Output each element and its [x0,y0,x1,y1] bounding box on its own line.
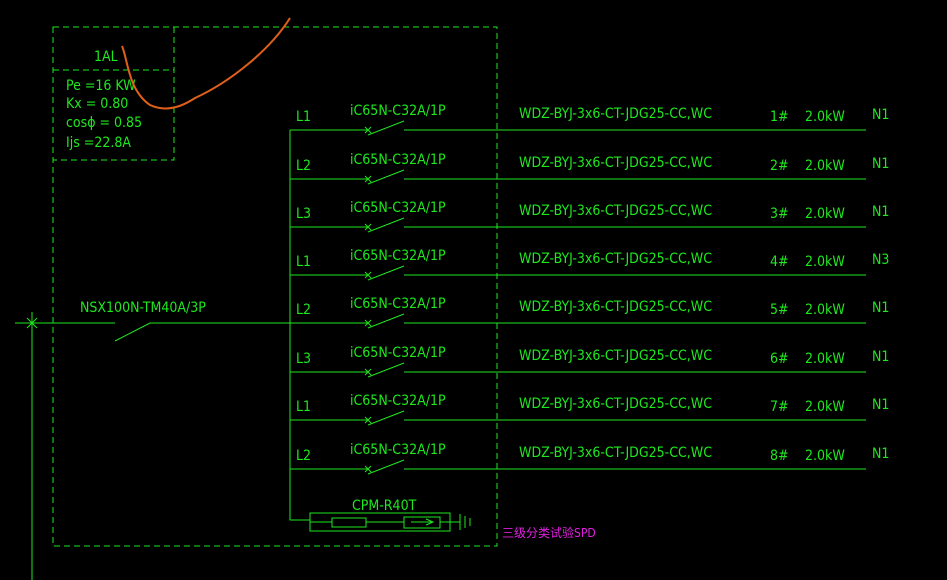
circuit-breaker: iC65N-C32A/1P [350,248,446,264]
circuit-breaker-cross [364,175,372,183]
circuit-number: 8# [770,448,789,464]
circuit-breaker-cross [364,416,372,424]
circuit-breaker: iC65N-C32A/1P [350,152,446,168]
circuit-breaker-contact [367,362,405,378]
circuit-row: L2 iC65N-C32A/1P WDZ-BYJ-3x6-CT-JDG25-CC,W… [290,296,889,329]
circuit-cable: WDZ-BYJ-3x6-CT-JDG25-CC,WC [519,251,712,267]
panel-enclosure [52,26,498,547]
circuit-row: L2 iC65N-C32A/1P WDZ-BYJ-3x6-CT-JDG25-CC,W… [290,152,889,185]
circuit-phase: L1 [296,399,311,415]
panel-cos: cosϕ = 0.85 [66,115,142,131]
circuit-number: 4# [770,254,789,270]
circuit-breaker: iC65N-C32A/1P [350,296,446,312]
circuit-cable: WDZ-BYJ-3x6-CT-JDG25-CC,WC [519,396,712,412]
main-breaker-contact [114,322,151,342]
circuit-breaker-contact [367,410,405,426]
circuit-power: 2.0kW [805,206,845,222]
incoming-feeder: NSX100N-TM40A/3P [15,300,290,580]
circuit-row: L2 iC65N-C32A/1P WDZ-BYJ-3x6-CT-JDG25-CC,W… [290,442,889,475]
circuit-row: L1 iC65N-C32A/1P WDZ-BYJ-3x6-CT-JDG25-CC,W… [290,103,889,136]
branch-circuits: L1 iC65N-C32A/1P WDZ-BYJ-3x6-CT-JDG25-CC,W… [290,103,889,475]
circuit-power: 2.0kW [805,351,845,367]
circuit-power: 2.0kW [805,254,845,270]
circuit-breaker-cross [364,465,372,473]
spd-model-label: CPM-R40T [352,498,417,514]
circuit-number: 1# [770,109,789,125]
circuit-breaker-contact [367,217,405,233]
circuit-breaker-contact [367,265,405,281]
panel-ijs: Ijs =22.8A [66,135,131,151]
surge-protector: CPM-R40T 三级分类试验SPD [290,498,596,540]
circuit-phase: L2 [296,302,311,318]
circuit-neutral: N1 [872,156,889,172]
circuit-neutral: N1 [872,107,889,123]
circuit-power: 2.0kW [805,109,845,125]
spd-note: 三级分类试验SPD [502,525,596,540]
circuit-phase: L2 [296,448,311,464]
circuit-breaker-cross [364,319,372,327]
circuit-breaker-cross [364,368,372,376]
main-breaker-label: NSX100N-TM40A/3P [80,300,206,316]
circuit-breaker: iC65N-C32A/1P [350,393,446,409]
panel-name: 1AL [94,49,118,65]
circuit-number: 2# [770,158,789,174]
circuit-cable: WDZ-BYJ-3x6-CT-JDG25-CC,WC [519,445,712,461]
circuit-breaker-contact [367,459,405,475]
spd-fuse [331,517,367,528]
circuit-cable: WDZ-BYJ-3x6-CT-JDG25-CC,WC [519,348,712,364]
circuit-power: 2.0kW [805,302,845,318]
circuit-number: 6# [770,351,789,367]
circuit-power: 2.0kW [805,399,845,415]
circuit-breaker-cross [364,271,372,279]
circuit-row: L3 iC65N-C32A/1P WDZ-BYJ-3x6-CT-JDG25-CC,W… [290,345,889,378]
circuit-breaker-contact [367,169,405,185]
panel-kx: Kx = 0.80 [66,96,128,112]
circuit-phase: L1 [296,109,311,125]
circuit-neutral: N1 [872,300,889,316]
circuit-phase: L1 [296,254,311,270]
circuit-breaker-contact [367,313,405,329]
circuit-power: 2.0kW [805,158,845,174]
circuit-number: 3# [770,206,789,222]
circuit-neutral: N1 [872,349,889,365]
circuit-row: L1 iC65N-C32A/1P WDZ-BYJ-3x6-CT-JDG25-CC,W… [290,248,889,281]
circuit-number: 7# [770,399,789,415]
circuit-row: L3 iC65N-C32A/1P WDZ-BYJ-3x6-CT-JDG25-CC,W… [290,200,889,233]
circuit-row: L1 iC65N-C32A/1P WDZ-BYJ-3x6-CT-JDG25-CC,W… [290,393,889,426]
circuit-cable: WDZ-BYJ-3x6-CT-JDG25-CC,WC [519,155,712,171]
circuit-power: 2.0kW [805,448,845,464]
circuit-breaker-cross [364,126,372,134]
circuit-neutral: N3 [872,252,889,268]
circuit-phase: L3 [296,206,311,222]
circuit-breaker: iC65N-C32A/1P [350,442,446,458]
circuit-breaker-cross [364,223,372,231]
circuit-breaker: iC65N-C32A/1P [350,200,446,216]
circuit-neutral: N1 [872,204,889,220]
panel-info-box: 1AL Pe =16 KW Kx = 0.80 cosϕ = 0.85 Ijs … [53,27,175,161]
circuit-breaker-contact [367,120,405,136]
circuit-breaker: iC65N-C32A/1P [350,103,446,119]
circuit-phase: L2 [296,158,311,174]
circuit-neutral: N1 [872,397,889,413]
circuit-phase: L3 [296,351,311,367]
circuit-neutral: N1 [872,446,889,462]
circuit-number: 5# [770,302,789,318]
circuit-cable: WDZ-BYJ-3x6-CT-JDG25-CC,WC [519,299,712,315]
circuit-breaker: iC65N-C32A/1P [350,345,446,361]
circuit-cable: WDZ-BYJ-3x6-CT-JDG25-CC,WC [519,106,712,122]
ground-icon [459,514,471,530]
markup-stroke [121,17,291,110]
panel-pe: Pe =16 KW [66,78,136,94]
circuit-cable: WDZ-BYJ-3x6-CT-JDG25-CC,WC [519,203,712,219]
